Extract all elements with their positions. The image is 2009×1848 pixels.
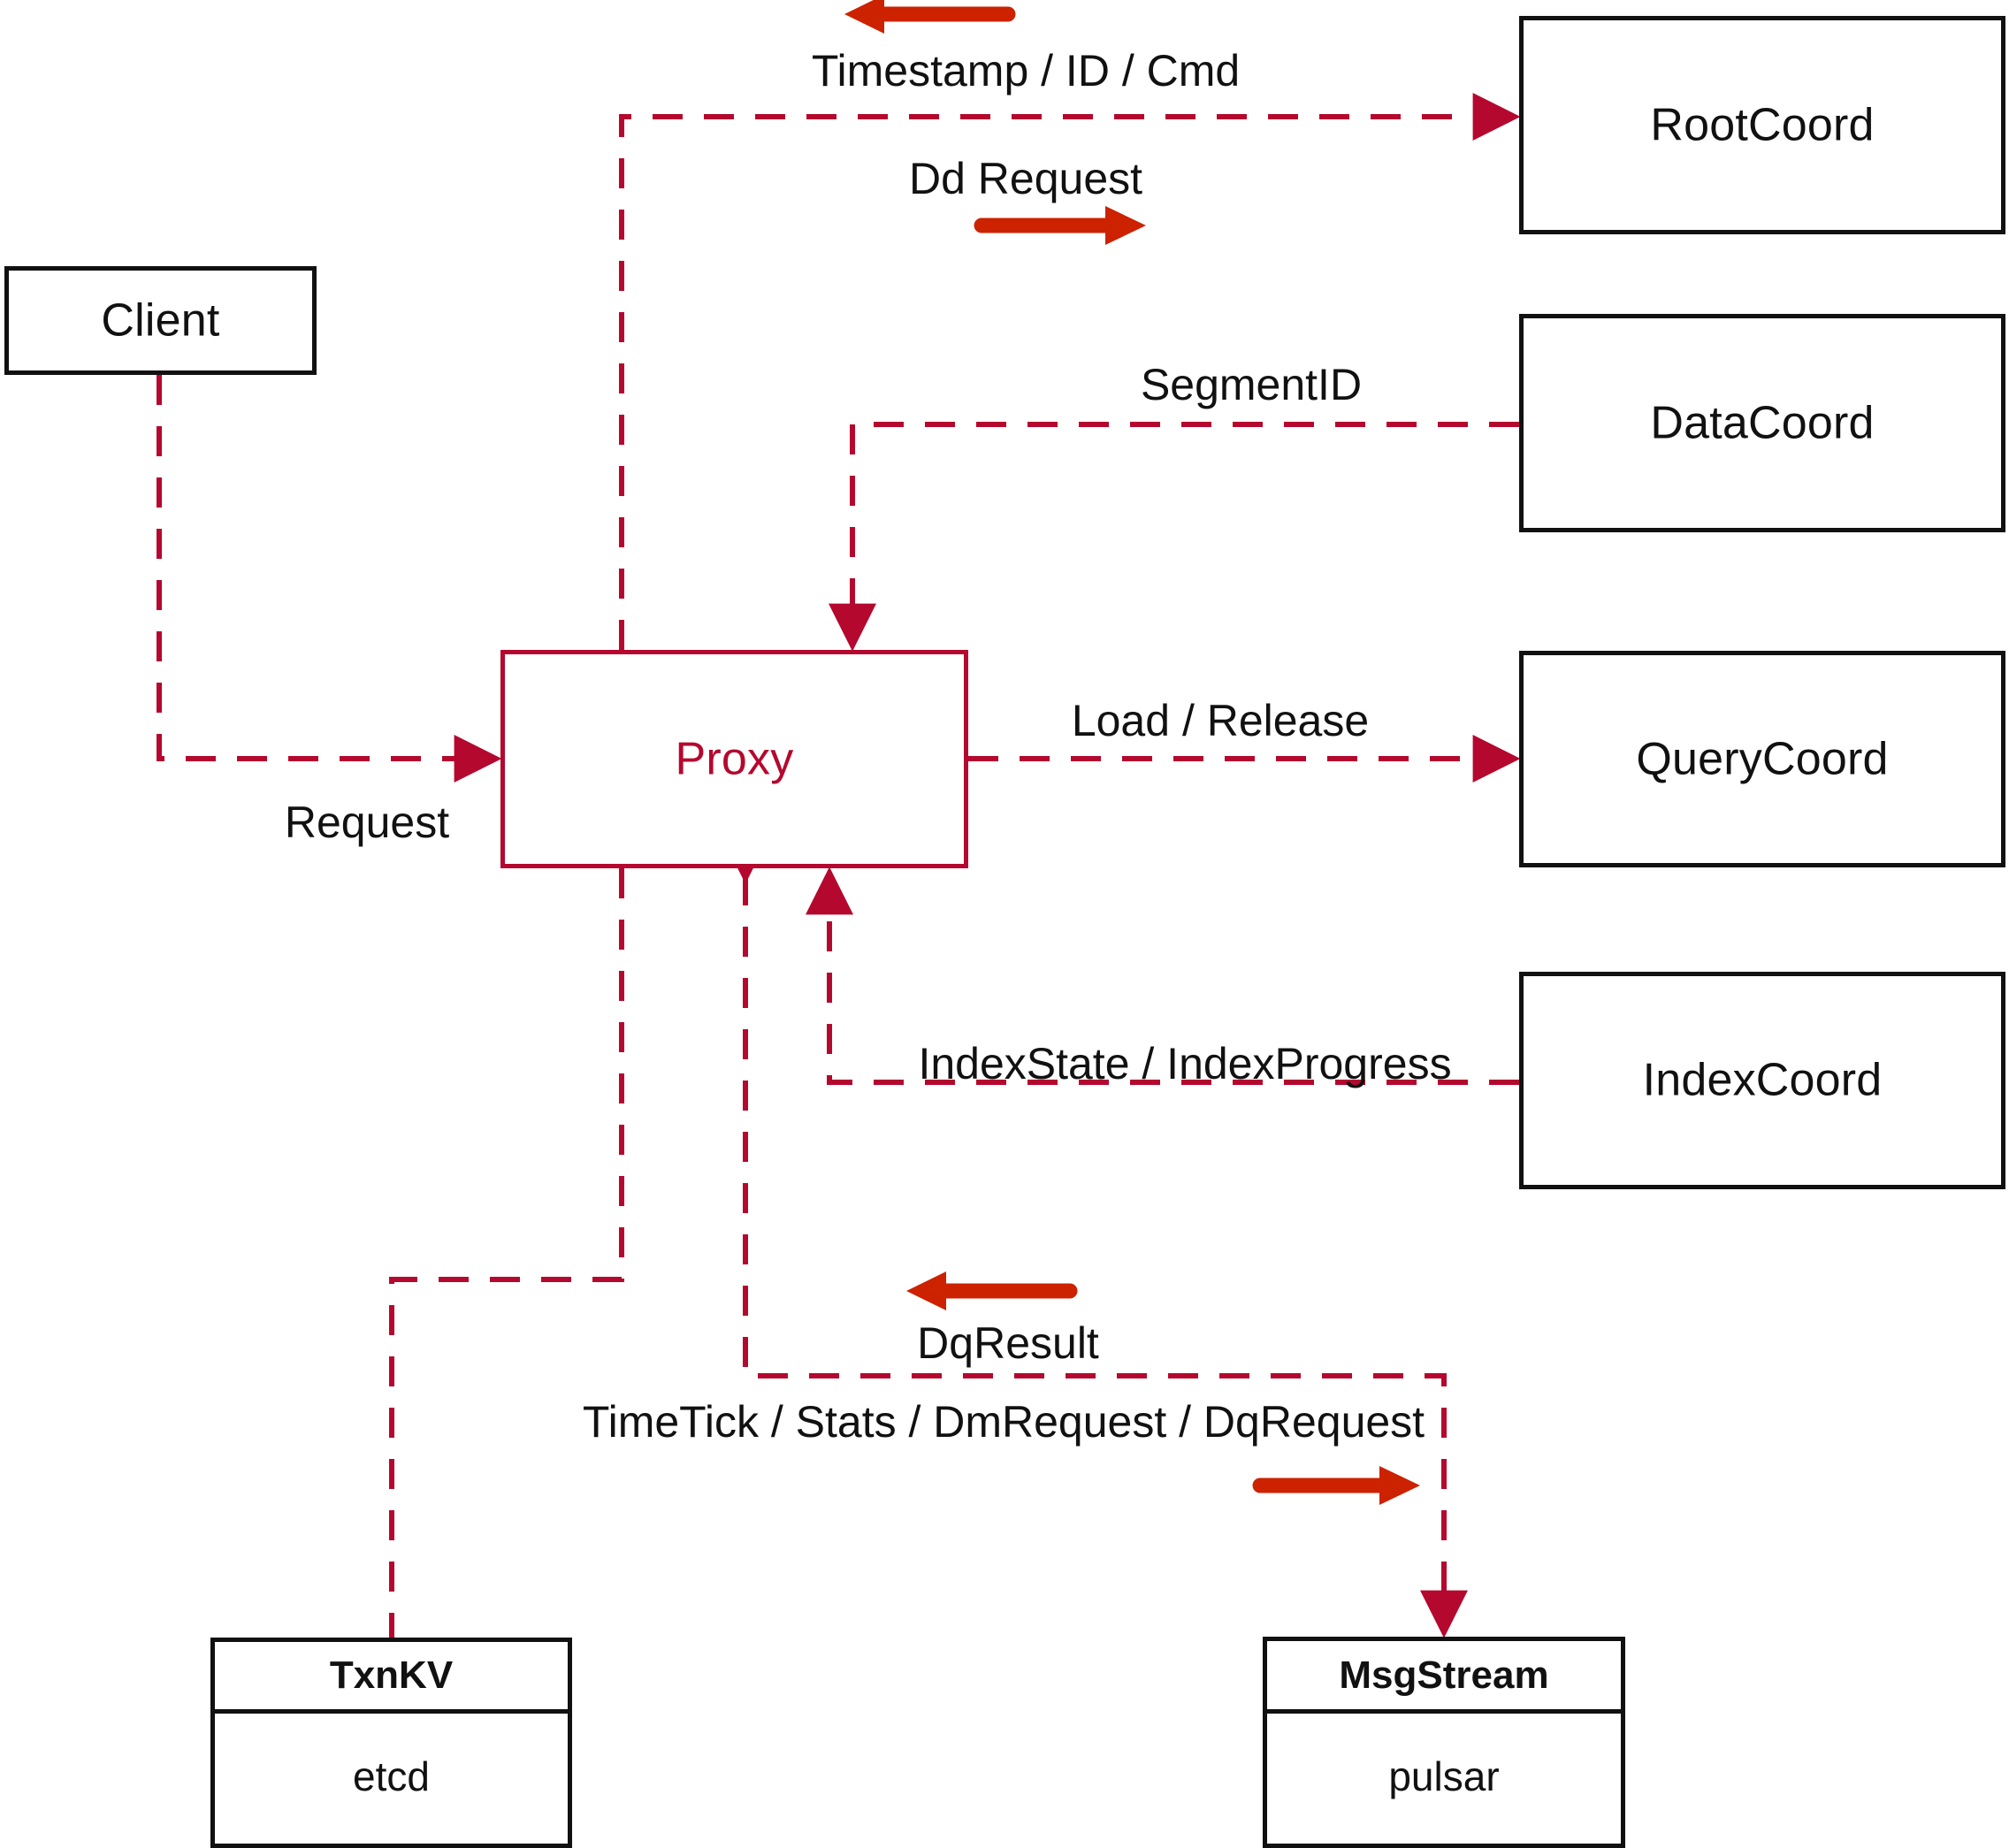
node-querycoord-label: QueryCoord [1636, 732, 1889, 784]
node-txnkv[interactable]: TxnKV etcd [210, 1638, 572, 1848]
node-msgstream-header: MsgStream [1267, 1641, 1621, 1714]
node-txnkv-body: etcd [353, 1753, 430, 1799]
arrow-right-icon-dd-request [974, 206, 1146, 245]
node-client-label: Client [101, 294, 220, 346]
node-msgstream[interactable]: MsgStream pulsar [1263, 1637, 1625, 1848]
arrow-left-icon-timestamp [844, 0, 1016, 34]
node-msgstream-body: pulsar [1388, 1753, 1500, 1799]
node-rootcoord[interactable]: RootCoord [1519, 16, 2005, 234]
node-rootcoord-label: RootCoord [1650, 98, 1875, 150]
wire-client-to-proxy [157, 375, 502, 783]
node-proxy[interactable]: Proxy [500, 650, 968, 868]
arrow-right-icon-timetick [1252, 1466, 1420, 1505]
edge-label-request: Request [284, 798, 450, 847]
edge-label-index-state-progress: IndexState / IndexProgress [918, 1039, 1452, 1088]
edge-label-dq-result: DqResult [917, 1318, 1099, 1368]
node-proxy-label: Proxy [675, 732, 794, 784]
edge-label-segment-id: SegmentID [1140, 360, 1363, 409]
node-txnkv-header: TxnKV [215, 1642, 568, 1714]
node-indexcoord-label: IndexCoord [1642, 1054, 1883, 1106]
arrow-left-icon-dq-result [906, 1271, 1078, 1310]
wire-proxy-txnkv [389, 868, 624, 1638]
node-datacoord-label: DataCoord [1650, 396, 1875, 448]
edge-label-load-release: Load / Release [1071, 696, 1370, 745]
direction-arrow-group [844, 0, 1420, 1505]
node-client[interactable]: Client [4, 266, 317, 375]
edge-label-timestamp-id-cmd: Timestamp / ID / Cmd [811, 46, 1241, 95]
wire-proxy-msgstream [722, 836, 1468, 1638]
node-indexcoord[interactable]: IndexCoord [1519, 972, 2005, 1189]
node-querycoord[interactable]: QueryCoord [1519, 651, 2005, 867]
wire-proxy-rootcoord [619, 93, 1521, 650]
node-datacoord[interactable]: DataCoord [1519, 314, 2005, 532]
wire-datacoord-proxy [829, 422, 1519, 652]
edge-label-timetick-stats: TimeTick / Stats / DmRequest / DqRequest [582, 1397, 1425, 1447]
edge-label-dd-request: Dd Request [908, 154, 1143, 203]
